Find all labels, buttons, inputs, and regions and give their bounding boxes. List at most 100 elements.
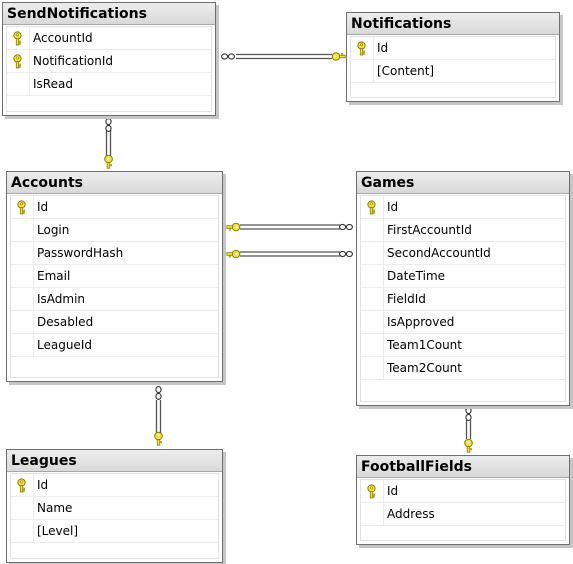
column-name: Name (37, 501, 73, 515)
row-selector[interactable] (11, 334, 34, 356)
row-selector[interactable] (361, 288, 384, 310)
column-name: NotificationId (33, 54, 114, 68)
key-icon (331, 52, 346, 61)
row-selector[interactable] (361, 480, 384, 502)
row-selector[interactable] (361, 242, 384, 264)
column-row[interactable]: [Content] (351, 60, 555, 83)
column-row[interactable]: Id (361, 196, 565, 219)
column-row[interactable]: Team1Count (361, 334, 565, 357)
infinity-icon (465, 407, 472, 421)
row-selector[interactable] (361, 503, 384, 525)
row-selector[interactable] (11, 219, 34, 241)
key-icon (464, 438, 473, 453)
row-selector[interactable] (11, 288, 34, 310)
column-row[interactable]: DateTime (361, 265, 565, 288)
column-name: LeagueId (37, 338, 92, 352)
column-row[interactable]: Id (11, 474, 218, 497)
column-list: Id [Content] (350, 36, 556, 98)
row-selector[interactable] (361, 219, 384, 241)
infinity-icon (155, 386, 162, 400)
column-row[interactable]: PasswordHash (11, 242, 218, 265)
key-icon (17, 200, 26, 215)
column-name: PasswordHash (37, 246, 124, 260)
row-selector[interactable] (11, 242, 34, 264)
row-selector[interactable] (11, 311, 34, 333)
column-name: [Level] (37, 524, 79, 538)
column-name: IsAdmin (37, 292, 86, 306)
column-row[interactable]: Id (11, 196, 218, 219)
row-selector[interactable] (11, 474, 34, 496)
infinity-icon (221, 53, 235, 60)
column-row[interactable]: [Level] (11, 520, 218, 543)
row-selector[interactable] (351, 37, 374, 59)
row-selector[interactable] (7, 73, 30, 95)
row-selector[interactable] (7, 27, 30, 49)
row-selector[interactable] (351, 60, 374, 82)
column-row[interactable]: IsApproved (361, 311, 565, 334)
column-name: [Content] (377, 64, 435, 78)
column-row[interactable]: Name (11, 497, 218, 520)
key-icon (17, 478, 26, 493)
column-name: Id (377, 41, 389, 55)
column-name: Desabled (37, 315, 94, 329)
table-title[interactable]: Accounts (7, 172, 222, 194)
key-icon (226, 222, 241, 232)
column-row[interactable]: AccountId (7, 27, 211, 50)
column-name: Id (387, 484, 399, 498)
row-selector[interactable] (361, 265, 384, 287)
column-row[interactable]: Email (11, 265, 218, 288)
column-name: Login (37, 223, 70, 237)
column-row[interactable]: LeagueId (11, 334, 218, 357)
table-notifications[interactable]: Notifications Id [Content] (346, 12, 560, 102)
column-row[interactable]: Id (361, 480, 565, 503)
column-name: Id (37, 478, 49, 492)
row-selector[interactable] (11, 497, 34, 519)
column-row[interactable]: Address (361, 503, 565, 526)
table-title[interactable]: Notifications (347, 13, 559, 35)
table-title[interactable]: FootballFields (357, 456, 569, 478)
column-name: Id (387, 200, 399, 214)
column-row[interactable]: Login (11, 219, 218, 242)
infinity-icon (339, 250, 353, 258)
infinity-icon (339, 223, 353, 231)
key-icon (13, 31, 22, 46)
key-icon (367, 200, 376, 215)
column-name: FirstAccountId (387, 223, 472, 237)
column-name: Email (37, 269, 71, 283)
column-row[interactable]: IsRead (7, 73, 211, 96)
row-selector[interactable] (11, 196, 34, 218)
row-selector[interactable] (361, 357, 384, 379)
row-selector[interactable] (361, 311, 384, 333)
column-row[interactable]: Team2Count (361, 357, 565, 380)
column-name: Address (387, 507, 435, 521)
table-title[interactable]: Leagues (7, 450, 222, 472)
column-row[interactable]: SecondAccountId (361, 242, 565, 265)
table-title[interactable]: SendNotifications (3, 3, 215, 25)
row-selector[interactable] (11, 520, 34, 542)
row-selector[interactable] (11, 265, 34, 287)
key-icon (367, 484, 376, 499)
column-row[interactable]: NotificationId (7, 50, 211, 73)
row-selector[interactable] (361, 334, 384, 356)
column-name: FieldId (387, 292, 426, 306)
column-name: Id (37, 200, 49, 214)
table-title[interactable]: Games (357, 172, 569, 194)
column-row[interactable]: FieldId (361, 288, 565, 311)
column-name: DateTime (387, 269, 446, 283)
key-icon (154, 431, 163, 446)
column-row[interactable]: FirstAccountId (361, 219, 565, 242)
column-row[interactable]: Id (351, 37, 555, 60)
row-selector[interactable] (7, 50, 30, 72)
column-row[interactable]: Desabled (11, 311, 218, 334)
column-row[interactable]: IsAdmin (11, 288, 218, 311)
row-selector[interactable] (361, 196, 384, 218)
